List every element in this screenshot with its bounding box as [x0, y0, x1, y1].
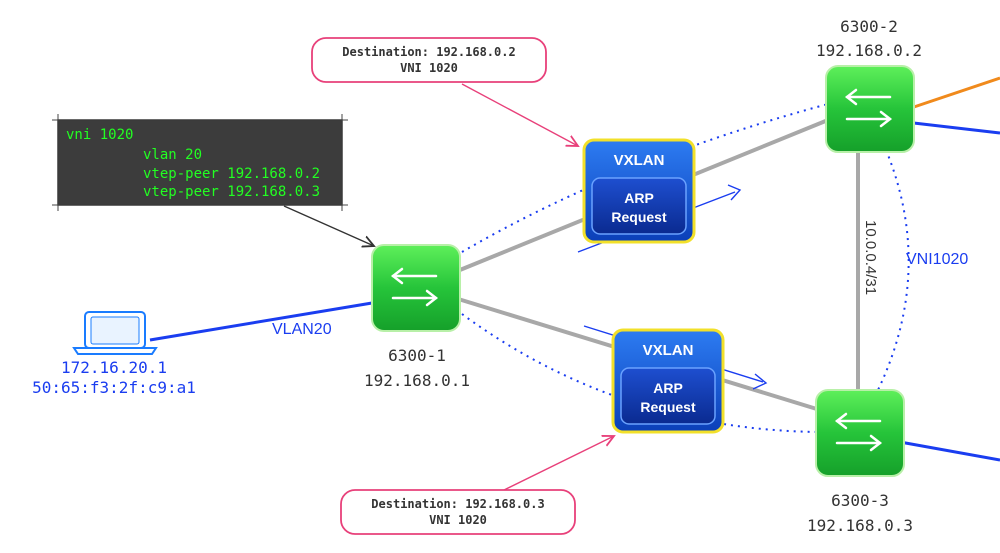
config-line: vlan 20 — [143, 147, 202, 163]
switch-6300-3[interactable] — [815, 389, 905, 477]
laptop-icon — [72, 311, 158, 355]
config-box: vni 1020 vlan 20 vtep-peer 192.168.0.2 v… — [52, 114, 348, 211]
uplink-blue-3 — [899, 440, 1000, 462]
switch-3-name: 6300-3 — [831, 491, 889, 510]
config-pointer — [283, 205, 374, 246]
callout-destination: Destination: 192.168.0.3 — [371, 497, 544, 511]
switch-2-name: 6300-2 — [840, 17, 898, 36]
vxlan-packet-top[interactable]: VXLAN ARP Request — [582, 138, 696, 244]
switch-arrows-icon — [390, 267, 439, 307]
link-host-s1 — [149, 300, 379, 342]
vxlan-label: VXLAN — [643, 342, 694, 359]
host-ip: 172.16.20.1 — [61, 358, 167, 377]
arp-label: ARP — [624, 190, 654, 206]
switch-arrows-icon — [844, 88, 893, 128]
arp-request-box — [591, 177, 687, 235]
callout-vni: VNI 1020 — [429, 513, 487, 527]
p2p-subnet-label: 10.0.0.4/31 — [862, 220, 879, 295]
switch-arrows-icon — [834, 412, 883, 452]
callout-bottom: Destination: 192.168.0.3 VNI 1020 — [340, 489, 576, 535]
request-label: Request — [611, 209, 667, 225]
vni-label: VNI1020 — [906, 251, 968, 268]
switch-1-name: 6300-1 — [388, 346, 446, 365]
switch-6300-1[interactable] — [371, 244, 461, 332]
vxlan-label: VXLAN — [614, 152, 665, 169]
switch-3-ip: 192.168.0.3 — [807, 516, 913, 535]
arp-request-box — [620, 367, 716, 425]
uplink-orange — [904, 76, 1000, 112]
vni-tunnel-s2-s3 — [877, 149, 910, 391]
switch-1-ip: 192.168.0.1 — [364, 371, 470, 390]
config-line: vtep-peer 192.168.0.3 — [143, 184, 320, 200]
config-line: vni 1020 — [66, 127, 133, 143]
switch-6300-2[interactable] — [825, 65, 915, 153]
config-line: vtep-peer 192.168.0.2 — [143, 166, 320, 182]
request-label: Request — [640, 399, 696, 415]
switch-2-ip: 192.168.0.2 — [816, 41, 922, 60]
vlan-label: VLAN20 — [272, 321, 332, 338]
callout-destination: Destination: 192.168.0.2 — [342, 45, 515, 59]
uplink-blue-2 — [904, 120, 1000, 135]
callout-top: Destination: 192.168.0.2 VNI 1020 — [311, 37, 547, 83]
callout-bottom-pointer — [503, 436, 614, 491]
vxlan-packet-bottom[interactable]: VXLAN ARP Request — [611, 328, 725, 434]
callout-top-pointer — [461, 83, 578, 146]
arp-label: ARP — [653, 380, 683, 396]
host-mac: 50:65:f3:2f:c9:a1 — [32, 378, 196, 397]
callout-vni: VNI 1020 — [400, 61, 458, 75]
